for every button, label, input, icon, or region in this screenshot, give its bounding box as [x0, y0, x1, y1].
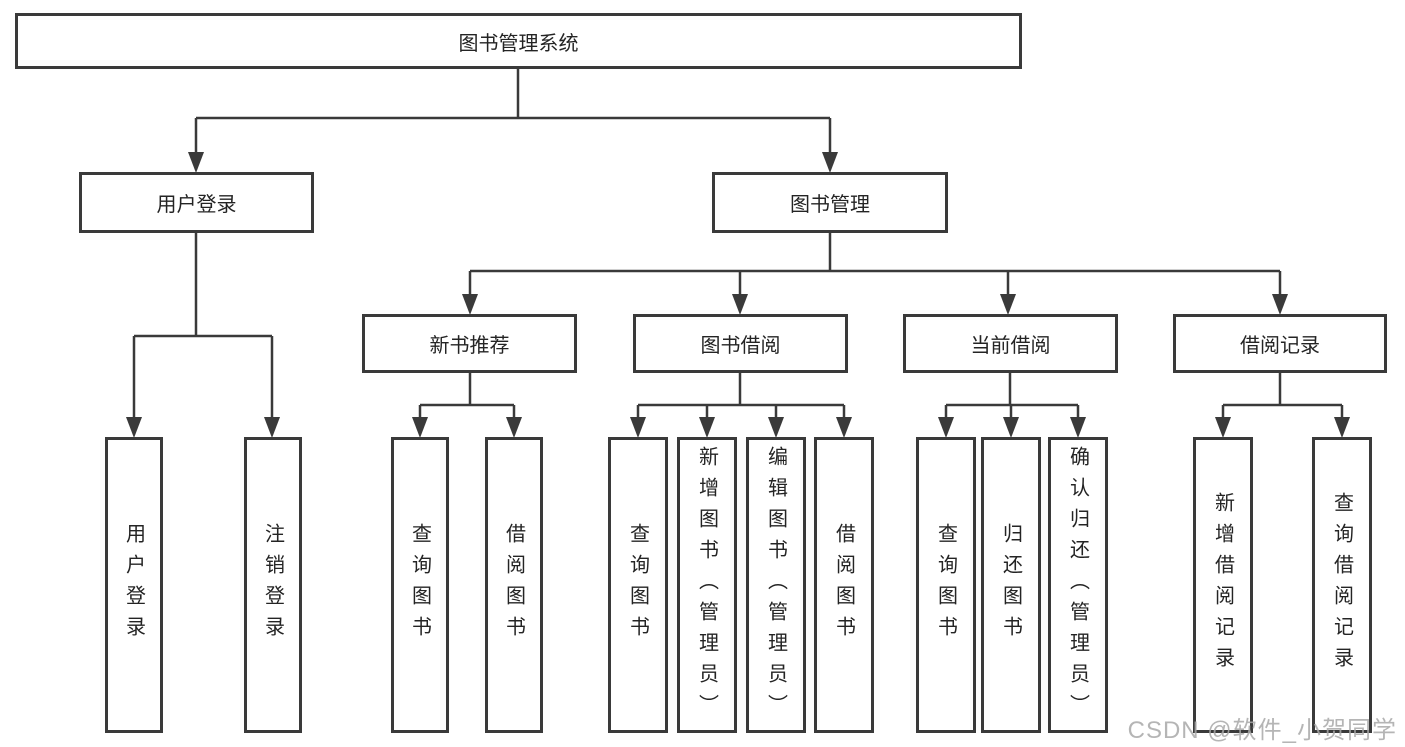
- leaf-logout-login-label: 注销登录: [261, 523, 284, 647]
- leaf-query-borrow-record-label: 查询借阅记录: [1330, 492, 1353, 678]
- arrow-down-icon: [699, 417, 715, 438]
- leaf-edit-books-admin: 编辑图书（管理员）: [746, 437, 806, 733]
- node-current-borrow: 当前借阅: [903, 314, 1118, 373]
- leaf-current-query-books: 查询图书: [916, 437, 976, 733]
- leaf-user-login-label: 用户登录: [122, 523, 145, 647]
- node-user-login: 用户登录: [79, 172, 314, 233]
- arrow-down-icon: [1070, 417, 1086, 438]
- leaf-add-books-admin: 新增图书（管理员）: [677, 437, 737, 733]
- leaf-confirm-return-admin-label: 确认归还（管理员）: [1066, 445, 1089, 725]
- leaf-return-books: 归还图书: [981, 437, 1041, 733]
- leaf-recommend-borrow-books: 借阅图书: [485, 437, 543, 733]
- leaf-borrow-query-books-label: 查询图书: [626, 523, 649, 647]
- node-book-borrow-label: 图书借阅: [700, 335, 781, 357]
- node-book-borrow: 图书借阅: [633, 314, 848, 373]
- arrow-down-icon: [1215, 417, 1231, 438]
- leaf-recommend-query-books-label: 查询图书: [408, 523, 431, 647]
- leaf-edit-books-admin-label: 编辑图书（管理员）: [764, 445, 787, 725]
- arrow-down-icon: [462, 294, 478, 315]
- leaf-confirm-return-admin: 确认归还（管理员）: [1048, 437, 1108, 733]
- leaf-current-query-books-label: 查询图书: [934, 523, 957, 647]
- leaf-user-login: 用户登录: [105, 437, 163, 733]
- csdn-watermark: CSDN @软件_小贺同学: [1127, 717, 1397, 744]
- node-root-label: 图书管理系统: [458, 32, 579, 55]
- node-book-management-label: 图书管理: [790, 194, 870, 216]
- arrow-down-icon: [1272, 294, 1288, 315]
- leaf-logout-login: 注销登录: [244, 437, 302, 733]
- arrow-down-icon: [264, 417, 280, 438]
- leaf-add-borrow-record: 新增借阅记录: [1193, 437, 1253, 733]
- arrow-down-icon: [412, 417, 428, 438]
- node-borrow-records: 借阅记录: [1173, 314, 1387, 373]
- arrow-down-icon: [938, 417, 954, 438]
- arrow-down-icon: [188, 152, 204, 173]
- leaf-borrow-books: 借阅图书: [814, 437, 874, 733]
- arrow-down-icon: [768, 417, 784, 438]
- node-root: 图书管理系统: [15, 13, 1022, 69]
- arrow-down-icon: [732, 294, 748, 315]
- node-new-book-recommend: 新书推荐: [362, 314, 577, 373]
- node-new-book-recommend-label: 新书推荐: [429, 335, 510, 357]
- node-user-login-label: 用户登录: [156, 194, 237, 216]
- arrow-down-icon: [506, 417, 522, 438]
- arrow-down-icon: [836, 417, 852, 438]
- leaf-borrow-query-books: 查询图书: [608, 437, 668, 733]
- node-current-borrow-label: 当前借阅: [970, 335, 1051, 357]
- leaf-borrow-books-label: 借阅图书: [832, 523, 855, 647]
- leaf-return-books-label: 归还图书: [999, 523, 1022, 647]
- leaf-add-books-admin-label: 新增图书（管理员）: [695, 445, 718, 725]
- node-book-management: 图书管理: [712, 172, 948, 233]
- leaf-recommend-borrow-books-label: 借阅图书: [502, 523, 525, 647]
- leaf-recommend-query-books: 查询图书: [391, 437, 449, 733]
- arrow-down-icon: [1000, 294, 1016, 315]
- leaf-add-borrow-record-label: 新增借阅记录: [1211, 492, 1234, 678]
- arrow-down-icon: [630, 417, 646, 438]
- arrow-down-icon: [1003, 417, 1019, 438]
- leaf-query-borrow-record: 查询借阅记录: [1312, 437, 1372, 733]
- arrow-down-icon: [822, 152, 838, 173]
- node-borrow-records-label: 借阅记录: [1240, 335, 1320, 357]
- arrow-down-icon: [126, 417, 142, 438]
- arrow-down-icon: [1334, 417, 1350, 438]
